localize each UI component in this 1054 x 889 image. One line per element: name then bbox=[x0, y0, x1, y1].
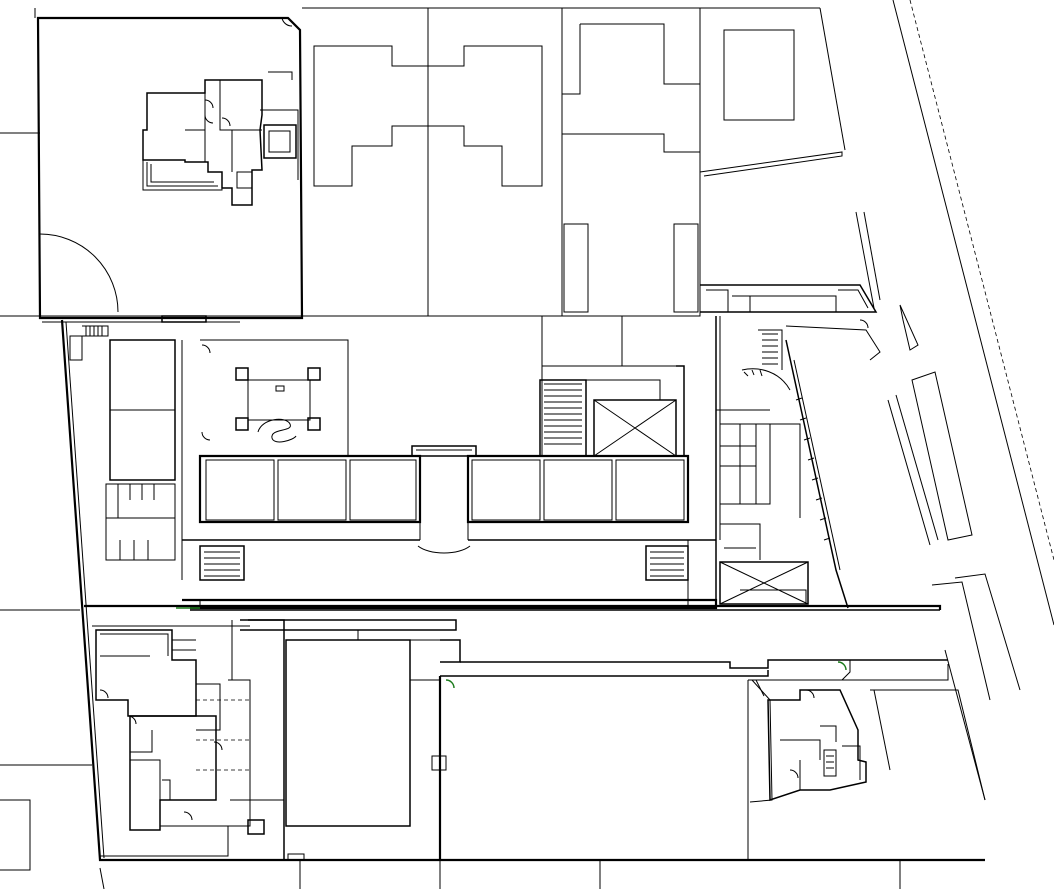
right-parcels bbox=[699, 29, 881, 316]
accent-lines bbox=[176, 607, 847, 689]
main-building bbox=[40, 315, 985, 862]
south-yard bbox=[84, 604, 949, 860]
southwest-block bbox=[92, 619, 901, 889]
villa-parcel bbox=[34, 8, 304, 320]
middle-parcels bbox=[302, 7, 701, 317]
street-edges bbox=[0, 0, 1054, 871]
southeast-house bbox=[749, 660, 867, 803]
villa-building bbox=[142, 71, 299, 206]
street-curbs bbox=[870, 304, 1021, 801]
